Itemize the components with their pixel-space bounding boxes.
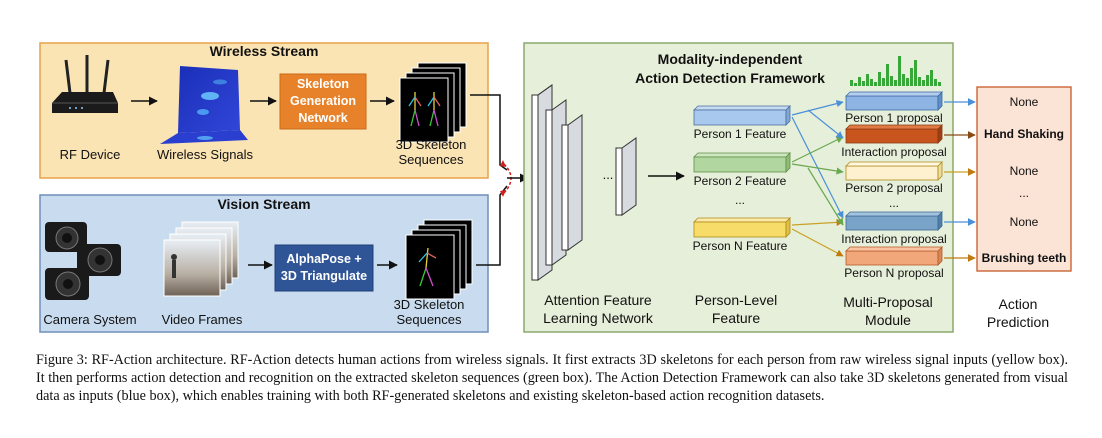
alphapose-box <box>274 244 374 292</box>
wireless-signals-label: Wireless Signals <box>156 147 254 162</box>
confidence-bar <box>930 70 933 86</box>
confidence-bar <box>866 74 869 86</box>
proposal-to-prediction-arrows <box>944 98 976 262</box>
alphapose-label: AlphaPose + 3D Triangulate <box>275 251 373 285</box>
camera-system-label: Camera System <box>43 312 137 327</box>
prediction-item-2: Hand Shaking <box>983 127 1064 141</box>
person-level-line-2: Feature <box>711 310 761 326</box>
confidence-bar <box>850 80 853 86</box>
confidence-bar <box>870 79 873 86</box>
layer-ellipsis: ... <box>602 167 614 182</box>
wireless-connector <box>470 94 508 171</box>
action-prediction-label: Action Prediction <box>966 295 1070 331</box>
prediction-title-line-2: Prediction <box>986 314 1050 330</box>
wireless-seq-line-2: Sequences <box>398 152 464 167</box>
camera-icon <box>45 222 121 300</box>
skeleton-generation-network-box <box>279 73 367 130</box>
confidence-bar <box>890 76 893 86</box>
confidence-bar <box>894 80 897 86</box>
person-n-feature-label: Person N Feature <box>692 239 788 253</box>
confidence-bar <box>910 68 913 86</box>
attention-network-layers <box>531 84 637 281</box>
vision-skeleton-seq-label: 3D Skeleton Sequences <box>384 297 474 327</box>
confidence-bar <box>878 72 881 86</box>
skeleton-sequence-stack-vision <box>405 219 473 300</box>
confidence-bar <box>886 64 889 86</box>
action-prediction-box <box>976 86 1072 272</box>
video-frames-stack <box>163 221 239 297</box>
person-2-feature-label: Person 2 Feature <box>693 174 787 188</box>
multi-proposal-label: Multi-Proposal Module <box>832 293 944 329</box>
proposal-person-n-label: Person N proposal <box>844 266 944 280</box>
confidence-bar <box>862 81 865 86</box>
proposal-person-1-label: Person 1 proposal <box>845 111 943 125</box>
proposal-person-2-label: Person 2 proposal <box>845 181 943 195</box>
confidence-bar <box>938 82 941 86</box>
framework-title-line-2: Action Detection Framework <box>635 70 825 86</box>
framework-title: Modality-independent Action Detection Fr… <box>590 50 870 88</box>
prediction-item-5: None <box>1009 215 1039 229</box>
person-level-line-1: Person-Level <box>694 292 778 308</box>
confidence-bar <box>882 78 885 86</box>
prediction-item-1: None <box>1009 95 1039 109</box>
confidence-bar <box>922 80 925 86</box>
wireless-skeleton-seq-label: 3D Skeleton Sequences <box>386 137 476 167</box>
proposal-interaction-2-label: Interaction proposal <box>841 232 947 246</box>
person-level-feature-label: Person-Level Feature <box>680 291 792 327</box>
video-frames-label: Video Frames <box>161 312 243 327</box>
feature-ellipsis: ... <box>734 193 745 207</box>
proposal-ellipsis: ... <box>888 196 899 210</box>
confidence-bar <box>926 75 929 86</box>
person-feature-bars <box>693 105 791 238</box>
proposal-interaction-1-label: Interaction proposal <box>841 145 947 159</box>
confidence-bar <box>918 77 921 86</box>
confidence-bar <box>898 56 901 86</box>
confidence-bar <box>934 79 937 86</box>
prediction-title-line-1: Action <box>998 296 1038 312</box>
feature-to-proposal-arrows <box>791 100 844 257</box>
alphapose-line-2: 3D Triangulate <box>280 269 368 283</box>
confidence-bar <box>858 77 861 86</box>
architecture-diagram <box>39 42 1072 333</box>
confidence-bar <box>906 78 909 86</box>
proposal-bars <box>845 91 943 266</box>
confidence-bar <box>874 82 877 86</box>
prediction-item-4: ... <box>1018 186 1029 200</box>
multi-proposal-line-1: Multi-Proposal <box>843 294 933 310</box>
confidence-bar <box>854 83 857 86</box>
skelnet-line-3: Network <box>298 111 348 125</box>
vision-seq-line-1: 3D Skeleton <box>393 297 465 312</box>
rf-device-label: RF Device <box>59 147 121 162</box>
attention-line-1: Attention Feature <box>544 292 652 308</box>
person-1-feature-label: Person 1 Feature <box>693 127 787 141</box>
skelnet-line-2: Generation <box>290 94 356 108</box>
skeleton-sequence-stack-wireless <box>399 62 467 143</box>
wireless-seq-line-1: 3D Skeleton <box>395 137 467 152</box>
prediction-item-3: None <box>1009 164 1039 178</box>
router-icon <box>52 55 118 113</box>
vision-stream-title: Vision Stream <box>217 196 311 212</box>
framework-title-line-1: Modality-independent <box>657 51 803 67</box>
figure-caption: Figure 3: RF-Action architecture. RF-Act… <box>36 352 1068 404</box>
wireless-signal-heatmap <box>160 66 248 144</box>
attention-network-label: Attention Feature Learning Network <box>528 291 668 327</box>
skelnet-line-1: Skeleton <box>296 77 350 91</box>
confidence-bars-icon <box>850 56 941 86</box>
prediction-item-6: Brushing teeth <box>981 251 1067 265</box>
vision-seq-line-2: Sequences <box>396 312 462 327</box>
attention-line-2: Learning Network <box>543 310 653 326</box>
confidence-bar <box>902 74 905 86</box>
framework-box <box>523 42 954 333</box>
skeleton-generation-network-label: Skeleton Generation Network <box>280 76 366 127</box>
wireless-stream-title: Wireless Stream <box>209 43 319 59</box>
confidence-bar <box>914 60 917 86</box>
alphapose-line-1: AlphaPose + <box>286 252 362 266</box>
multi-proposal-line-2: Module <box>865 312 911 328</box>
